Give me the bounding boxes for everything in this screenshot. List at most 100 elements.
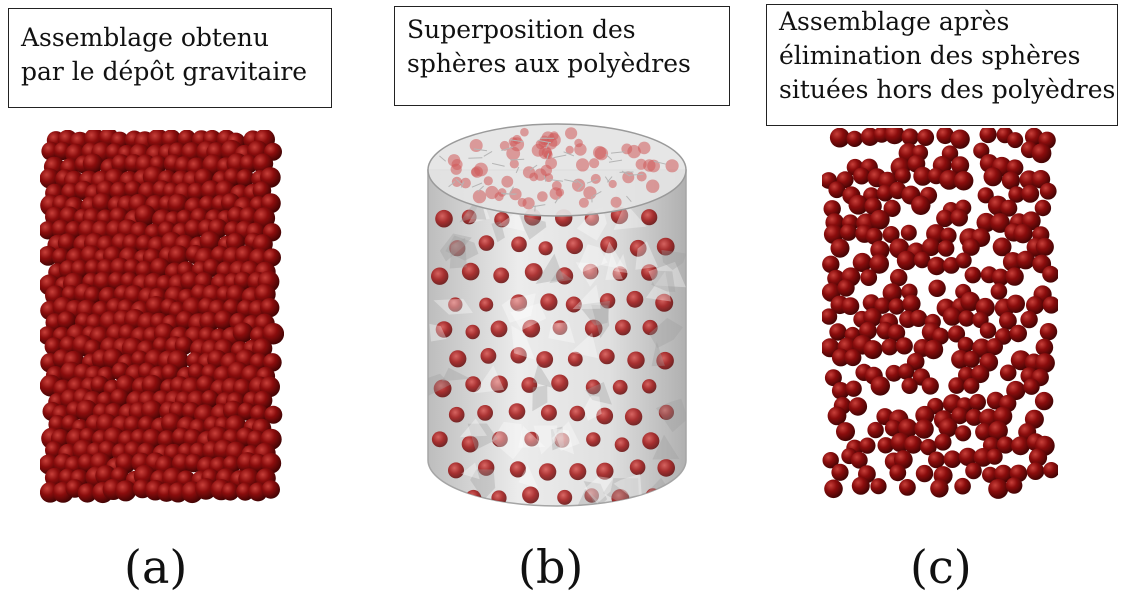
sphere: [904, 435, 923, 454]
sphere: [509, 159, 519, 169]
sphere: [836, 422, 855, 442]
polyhedron-edge: [477, 185, 485, 192]
polyhedron-facet: [532, 385, 548, 412]
polyhedron-facet: [651, 341, 665, 367]
sphere: [890, 268, 908, 287]
cylinder-body: [427, 169, 687, 507]
sphere: [994, 464, 1013, 483]
polyhedron-facet: [645, 271, 671, 302]
sphere: [569, 463, 587, 481]
sphere: [511, 236, 527, 253]
sphere: [479, 297, 494, 312]
sphere: [656, 351, 674, 370]
polyhedron-edge: [501, 146, 514, 151]
sphere: [869, 209, 890, 230]
polyhedron-facet: [661, 249, 686, 270]
sphere: [976, 212, 996, 233]
polyhedron-facet: [648, 261, 686, 288]
sphere: [883, 199, 901, 217]
polyhedron-facet: [548, 322, 575, 344]
polyhedron-edge: [510, 158, 525, 161]
sphere: [658, 404, 674, 420]
polyhedron-facet: [576, 207, 607, 241]
sphere: [435, 321, 453, 338]
sphere: [656, 237, 675, 256]
sphere: [901, 128, 919, 146]
sphere: [1020, 310, 1038, 329]
polyhedron-facet: [603, 478, 640, 504]
sphere: [1023, 378, 1040, 395]
sphere: [823, 200, 841, 218]
sphere: [478, 459, 495, 476]
polyhedron-edge: [563, 151, 575, 157]
sphere: [902, 294, 921, 313]
polyhedron-edge: [439, 155, 447, 162]
sphere: [589, 158, 600, 169]
sphere: [221, 482, 240, 501]
sphere: [951, 156, 970, 175]
polyhedron-facet: [613, 253, 629, 274]
sphere: [490, 375, 508, 393]
sphere: [636, 171, 647, 182]
polyhedron-facet: [449, 237, 467, 269]
polyhedron-facet: [533, 425, 558, 455]
sphere: [576, 158, 590, 172]
sphere: [900, 224, 917, 241]
polyhedron-edge: [515, 166, 520, 174]
sphere: [979, 322, 997, 339]
sphere: [936, 128, 954, 145]
sphere: [534, 168, 547, 181]
polyhedron-facet: [433, 298, 473, 315]
sphere: [480, 348, 497, 364]
sphere: [629, 239, 647, 257]
sphere: [461, 435, 479, 453]
sphere: [822, 255, 840, 273]
polyhedron-edge: [448, 181, 456, 188]
sphere: [1031, 143, 1052, 164]
sphere: [433, 379, 452, 398]
sphere-packing-sparse: [822, 128, 1058, 499]
sphere: [911, 195, 931, 215]
sphere: [494, 212, 510, 228]
polyhedron-facet: [445, 235, 479, 261]
polyhedron-facet: [605, 252, 623, 280]
sphere: [1039, 182, 1057, 200]
sphere: [884, 419, 902, 437]
sphere: [567, 351, 583, 367]
sphere: [522, 319, 541, 338]
sphere: [450, 163, 462, 175]
sphere: [538, 241, 553, 256]
caption-box-b: Superposition des sphères aux polyèdres: [394, 6, 730, 106]
sphere: [1021, 184, 1040, 203]
sphere: [431, 431, 448, 448]
caption-a-line-1: Assemblage obtenu: [21, 23, 269, 52]
caption-b-line-2: sphères aux polyèdres: [407, 49, 691, 78]
sphere: [490, 320, 508, 338]
polyhedron-edge: [473, 148, 488, 152]
sphere: [596, 462, 614, 480]
sphere: [501, 175, 514, 188]
caption-c-line-1: Assemblage après: [779, 7, 1010, 36]
polyhedron-edge: [605, 153, 613, 161]
polyhedron-facet: [470, 469, 496, 500]
sphere: [624, 408, 643, 426]
polyhedron-facet: [549, 269, 573, 284]
sphere: [973, 142, 990, 159]
sphere: [977, 187, 994, 204]
polyhedron-facet: [439, 233, 472, 262]
sphere: [642, 379, 657, 394]
sphere: [1035, 237, 1054, 256]
sphere: [642, 319, 658, 336]
sphere: [461, 209, 477, 225]
sphere: [499, 140, 510, 151]
sphere: [928, 451, 945, 469]
sphere: [1035, 353, 1055, 373]
sphere: [491, 490, 507, 506]
sphere: [641, 209, 658, 226]
sphere: [261, 480, 280, 499]
sphere: [942, 307, 962, 326]
sphere: [565, 296, 582, 313]
polyhedron-facet: [511, 325, 536, 360]
caption-b-line-1: Superposition des: [407, 15, 636, 44]
sphere: [574, 138, 583, 148]
